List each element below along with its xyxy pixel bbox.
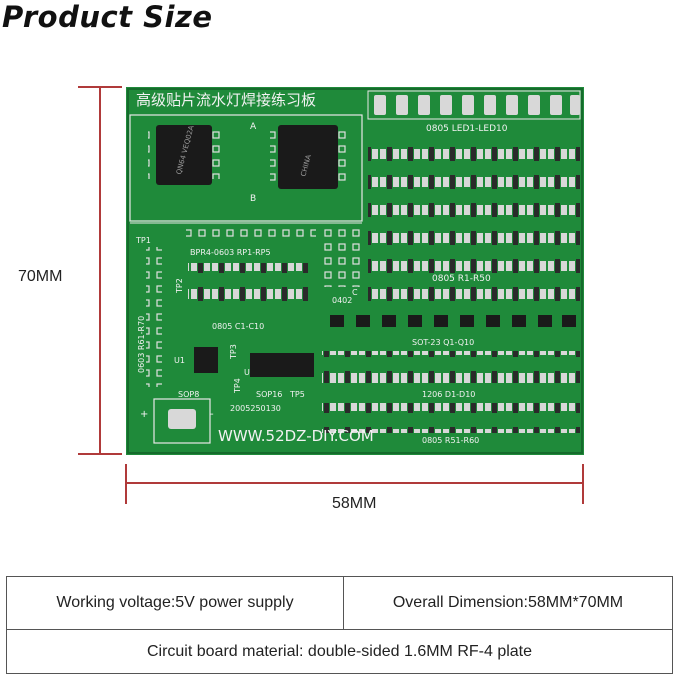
spec-dimension: Overall Dimension:58MM*70MM bbox=[392, 594, 624, 611]
label-d1: 1206 D1-D10 bbox=[422, 390, 475, 399]
label-u1: U1 bbox=[174, 356, 185, 365]
label-0402: 0402 bbox=[332, 296, 352, 305]
label-sop16: SOP16 bbox=[256, 390, 282, 399]
serial-number: 2005250130 bbox=[230, 404, 281, 413]
pcb-board-photo: 高级贴片流水灯焊接练习板 QN64 VEQ02A A B CHINA 0805 … bbox=[126, 87, 584, 455]
label-r51: 0805 R51-R60 bbox=[422, 436, 479, 445]
label-plus: + bbox=[140, 409, 148, 420]
label-tp4: TP4 bbox=[233, 378, 242, 394]
height-dimension-label: 70MM bbox=[18, 268, 63, 285]
width-dimension-tick-left bbox=[125, 464, 127, 504]
width-dimension-label: 58MM bbox=[332, 495, 377, 512]
label-b: B bbox=[250, 194, 256, 204]
width-dimension-line bbox=[126, 482, 583, 484]
width-dimension-tick-right bbox=[582, 464, 584, 504]
label-minus: - bbox=[210, 409, 214, 420]
height-dimension-tick-bottom bbox=[78, 453, 122, 455]
spec-voltage: Working voltage:5V power supply bbox=[7, 577, 344, 629]
label-c1: 0805 C1-C10 bbox=[212, 322, 264, 331]
label-tp1: TP1 bbox=[135, 236, 151, 245]
spec-material: Circuit board material: double-sided 1.6… bbox=[146, 642, 533, 660]
label-sot: SOT-23 Q1-Q10 bbox=[412, 338, 474, 347]
label-tp3: TP3 bbox=[229, 344, 238, 360]
label-r61: 0603 R61-R70 bbox=[137, 316, 146, 373]
label-tp5: TP5 bbox=[289, 390, 305, 399]
board-title-cn: 高级贴片流水灯焊接练习板 bbox=[136, 91, 316, 109]
led-row bbox=[374, 95, 580, 115]
label-a: A bbox=[250, 122, 257, 132]
label-u2: U2 bbox=[244, 368, 255, 377]
label-r1: 0805 R1-R50 bbox=[432, 274, 491, 284]
website-url: WWW.52DZ-DIY.COM bbox=[218, 427, 374, 445]
label-bpr: BPR4-0603 RP1-RP5 bbox=[190, 248, 271, 257]
height-dimension-line bbox=[99, 86, 101, 454]
label-tp2: TP2 bbox=[175, 278, 184, 294]
label-c: C bbox=[352, 288, 358, 297]
height-dimension-tick-top bbox=[78, 86, 122, 88]
label-led: 0805 LED1-LED10 bbox=[426, 124, 508, 134]
product-size-title: Product Size bbox=[2, 0, 213, 34]
spec-table: Working voltage:5V power supply Overall … bbox=[6, 576, 673, 674]
spec-row-1: Working voltage:5V power supply Overall … bbox=[7, 577, 672, 630]
label-sop8: SOP8 bbox=[178, 390, 199, 399]
